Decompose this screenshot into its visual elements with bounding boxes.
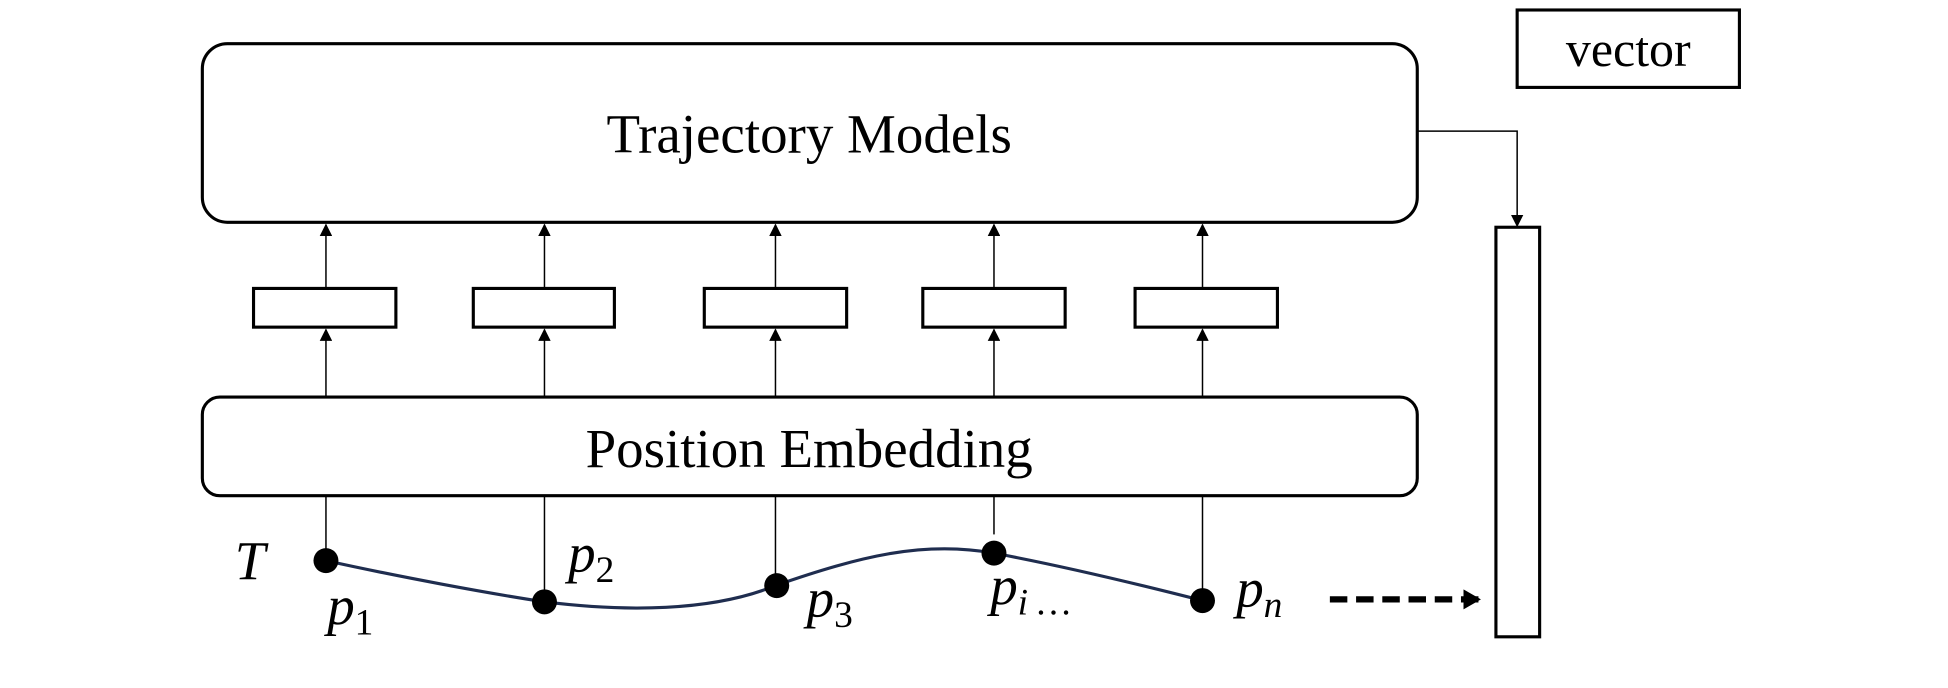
- trajectory-label: T: [235, 530, 269, 591]
- embedding-vectors: [251, 286, 1279, 329]
- label-pi: pi …: [986, 555, 1071, 623]
- label-p2: p2: [564, 523, 614, 591]
- label-p3: p3: [803, 568, 853, 636]
- trajectory-points: [313, 540, 1215, 615]
- embedding-vector: [1133, 286, 1279, 329]
- trajectory-models-box: [200, 42, 1419, 224]
- arrows: [319, 223, 1209, 602]
- label-p1: p1: [323, 575, 373, 643]
- point-pi: [981, 540, 1007, 566]
- embedding-vector: [702, 286, 849, 329]
- position-embedding-label: Position Embedding: [586, 418, 1033, 479]
- output-arrow: [1417, 130, 1524, 228]
- point-p1: [313, 548, 339, 574]
- label-pn: pn: [1232, 558, 1282, 626]
- point-p3: [764, 573, 790, 599]
- embedding-vector: [251, 286, 398, 329]
- position-embedding-box: [200, 395, 1419, 498]
- trajectory-models-label: Trajectory Models: [606, 103, 1011, 164]
- point-pn: [1190, 588, 1215, 614]
- vector-legend-label: vector: [1566, 21, 1691, 77]
- embedding-vector: [471, 286, 616, 329]
- output-vector: [1494, 225, 1542, 639]
- trajectory-curve: [325, 547, 1203, 610]
- vector-legend-box: [1515, 8, 1741, 89]
- point-p2: [531, 589, 557, 615]
- embedding-vector: [921, 286, 1067, 329]
